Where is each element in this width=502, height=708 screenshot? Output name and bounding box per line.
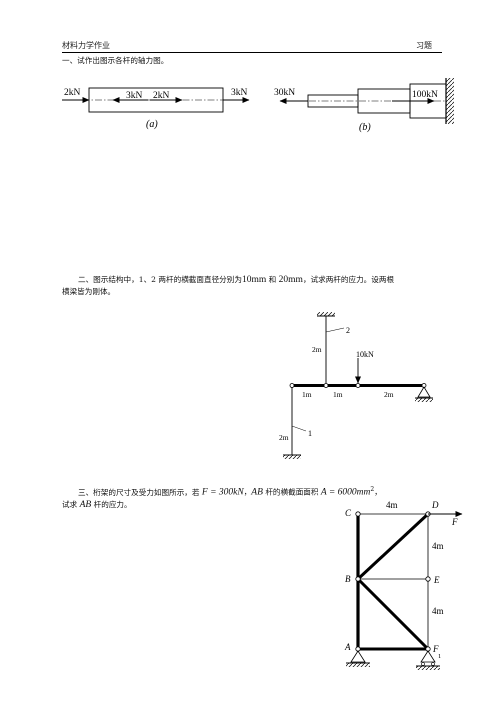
ground-a-hatch	[346, 663, 370, 667]
pin-bar2	[323, 383, 329, 388]
question-3-text: 三、桁架的尺寸及受力如图所示，若 F = 300kN，AB 杆的横截面面积 A …	[62, 484, 452, 511]
force-value: F = 300kN	[201, 487, 244, 498]
member-bd	[356, 512, 430, 581]
roller-f-2	[431, 662, 435, 666]
support-a	[350, 650, 366, 663]
dim-right-4m-a: 4m	[432, 541, 444, 551]
pin-left	[289, 383, 295, 388]
figure-b-label: (b)	[359, 122, 371, 133]
question-2-text: 二、图示结构中，1、2 两杆的横截面直径分别为10mm 和 20mm，试求两杆的…	[62, 274, 442, 298]
right-ground-hatch	[415, 398, 433, 402]
figure-a: 2kN 3kN 2kN 3kN (a)	[62, 87, 250, 130]
right-support	[417, 386, 431, 398]
label-a-3kN: 3kN	[126, 91, 143, 101]
force-label-f: F	[451, 517, 458, 527]
figure-q3-truss: C D F 4m 4m B E 4m A F 1	[344, 500, 463, 670]
bar-2-length: 2m	[312, 345, 322, 354]
label-b-30kN: 30kN	[274, 88, 295, 98]
node-label-b: B	[345, 574, 351, 584]
roller-f-1	[421, 662, 425, 666]
question-1-text: 一、试作出图示各杆的轴力图。	[62, 56, 169, 65]
node-b	[355, 576, 361, 582]
seg-1m-b: 1m	[333, 390, 343, 399]
bar-1-length: 2m	[279, 433, 289, 442]
figure-b: 30kN 100kN (b)	[274, 78, 454, 133]
seg-2m: 2m	[384, 390, 394, 399]
diameter-2: 20mm	[278, 275, 303, 285]
seg-1m-a: 1m	[302, 390, 312, 399]
question-2-line-2: 横梁皆为刚体。	[62, 287, 116, 296]
support-f	[420, 650, 436, 663]
wall-hatch-b	[446, 78, 454, 124]
label-a-3kN-b: 3kN	[231, 88, 248, 98]
member-ab-ref: AB	[251, 487, 263, 498]
bar-1-label: 1	[308, 429, 312, 438]
node-label-c: C	[345, 508, 352, 518]
diameter-1: 10mm	[241, 275, 267, 285]
load-label: 10kN	[356, 350, 374, 359]
member-ab-ref-2: AB	[79, 499, 92, 510]
header-right: 习题	[416, 41, 432, 50]
bar-1-leader	[291, 425, 307, 432]
question-2-line-1: 二、图示结构中，1、2 两杆的横截面直径分别为10mm 和 20mm，试求两杆的…	[78, 275, 395, 285]
pin-hinge	[355, 383, 361, 388]
node-label-a: A	[344, 642, 351, 652]
node-e	[425, 576, 431, 582]
label-a-2kN-b: 2kN	[153, 91, 170, 101]
header-left: 材料力学作业	[62, 41, 110, 50]
member-bf	[356, 577, 430, 651]
node-c	[355, 511, 361, 517]
node-label-f: F	[432, 644, 439, 654]
figure-a-label: (a)	[146, 119, 158, 130]
bottom-support-hatch	[283, 455, 301, 459]
bar-2-label: 2	[346, 326, 350, 335]
label-b-100kN: 100kN	[412, 90, 438, 100]
ground-f-hatch	[416, 666, 440, 670]
question-3-line-1: 三、桁架的尺寸及受力如图所示，若 F = 300kN，AB 杆的横截面面积 A …	[78, 486, 382, 498]
label-a-2kN: 2kN	[64, 88, 81, 98]
question-3-line-2: 试求 AB 杆的应力。	[62, 499, 132, 510]
area-value: A = 6000mm	[320, 487, 371, 498]
beam-right	[358, 384, 424, 387]
dim-top-4m: 4m	[386, 500, 398, 510]
bar-2-leader	[325, 327, 345, 333]
header-rule	[62, 52, 442, 53]
dim-right-4m-b: 4m	[432, 606, 444, 616]
node-label-f-sub: 1	[438, 653, 441, 660]
top-support-hatch	[317, 312, 335, 316]
node-label-e: E	[433, 575, 440, 585]
figure-q2: 2 2m 10kN 1m 1m 2m 1 2m	[279, 312, 433, 459]
node-label-d: D	[431, 500, 439, 510]
